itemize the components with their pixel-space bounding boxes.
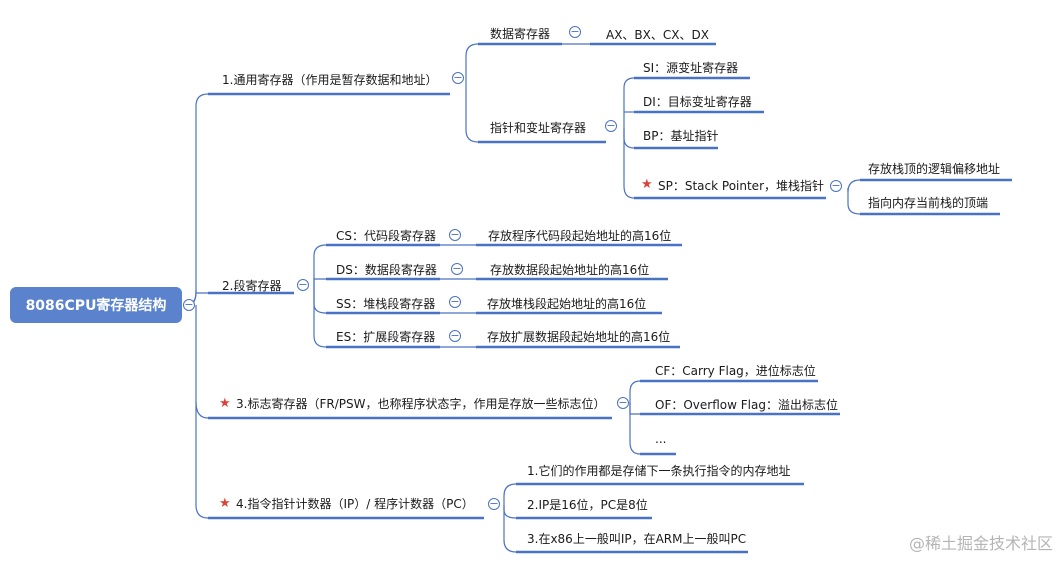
collapse-icon[interactable]: − [449,329,461,342]
node-ds[interactable]: DS：数据段寄存器 [336,263,437,277]
node-es[interactable]: ES：扩展段寄存器 [336,330,436,344]
watermark: @稀土掘金技术社区 [908,534,1053,553]
collapse-icon[interactable]: − [569,25,581,38]
node-si[interactable]: SI：源变址寄存器 [643,61,739,75]
star-icon: ★ [219,396,231,411]
node-cs-desc[interactable]: 存放程序代码段起始地址的高16位 [488,229,672,243]
node-segment-registers[interactable]: 2.段寄存器 [222,279,282,293]
collapse-icon[interactable]: − [449,295,461,308]
node-bp[interactable]: BP：基址指针 [643,129,719,143]
root-label: 8086CPU寄存器结构 [25,298,167,314]
collapse-icon[interactable]: − [297,278,309,291]
star-icon: ★ [219,496,231,511]
node-data-register-list[interactable]: AX、BX、CX、DX [606,28,709,42]
node-more-flags[interactable]: ... [655,432,667,446]
node-es-desc[interactable]: 存放扩展数据段起始地址的高16位 [487,330,671,344]
node-of[interactable]: OF：Overflow Flag：溢出标志位 [655,398,838,412]
node-sp[interactable]: SP：Stack Pointer，堆栈指针 [658,179,825,193]
collapse-icon[interactable]: − [605,119,617,132]
collapse-icon[interactable]: − [617,396,629,409]
node-cf[interactable]: CF：Carry Flag，进位标志位 [655,364,816,378]
node-ss-desc[interactable]: 存放堆栈段起始地址的高16位 [487,297,647,311]
node-data-registers[interactable]: 数据寄存器 [490,27,551,41]
node-general-registers[interactable]: 1.通用寄存器（作用是暂存数据和地址） [222,73,438,87]
node-cs[interactable]: CS：代码段寄存器 [336,229,436,243]
collapse-icon[interactable]: − [452,71,464,84]
node-instruction-pointer[interactable]: 4.指令指针计数器（IP）/ 程序计数器（PC） [236,497,474,511]
node-flags-register[interactable]: 3.标志寄存器（FR/PSW，也称程序状态字，作用是存放一些标志位） [236,397,606,411]
node-sp-note[interactable]: 指向内存当前栈的顶端 [868,196,989,210]
node-ss[interactable]: SS：堆栈段寄存器 [336,297,436,311]
collapse-icon[interactable]: − [183,298,195,311]
root-node[interactable]: 8086CPU寄存器结构 [10,287,182,323]
collapse-icon[interactable]: − [449,228,461,241]
node-pointer-index-registers[interactable]: 指针和变址寄存器 [490,121,587,135]
node-di[interactable]: DI：目标变址寄存器 [643,95,752,109]
node-ds-desc[interactable]: 存放数据段起始地址的高16位 [490,263,650,277]
collapse-icon[interactable]: − [830,179,842,192]
node-ip-note[interactable]: 1.它们的作用都是存储下一条执行指令的内存地址 [527,464,791,478]
collapse-icon[interactable]: − [451,262,463,275]
node-ip-note[interactable]: 2.IP是16位，PC是8位 [527,498,648,512]
star-icon: ★ [641,177,653,192]
collapse-icon[interactable]: − [488,497,500,510]
node-ip-note[interactable]: 3.在x86上一般叫IP，在ARM上一般叫PC [527,532,747,546]
node-sp-note[interactable]: 存放栈顶的逻辑偏移地址 [868,162,1001,176]
